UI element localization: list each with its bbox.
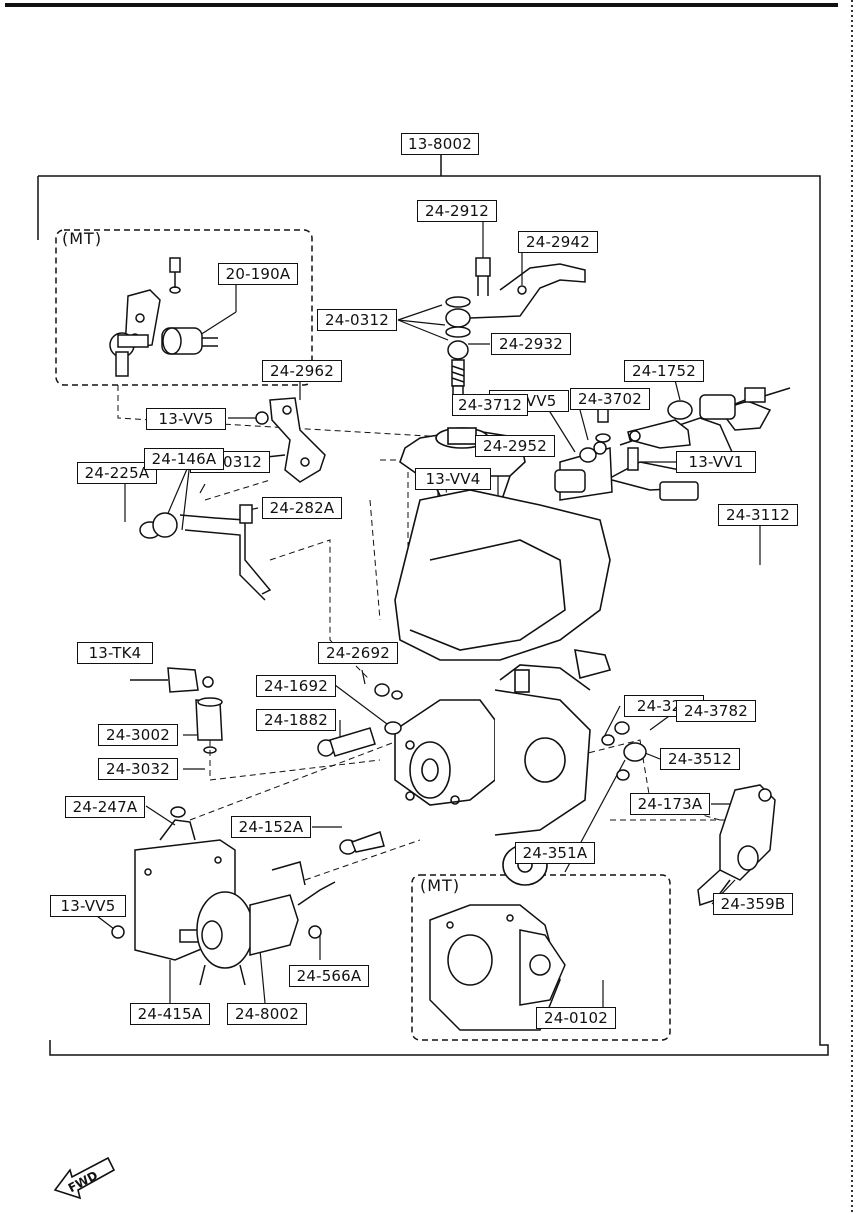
- callout-24-8002: 24-8002: [227, 1003, 307, 1025]
- callout-24-146A: 24-146A: [144, 448, 224, 470]
- callout-24-3702: 24-3702: [570, 388, 650, 410]
- callout-24-359B: 24-359B: [713, 893, 793, 915]
- callout-24-1752: 24-1752: [624, 360, 704, 382]
- callout-24-173A: 24-173A: [630, 793, 710, 815]
- callout-24-1692: 24-1692: [256, 675, 336, 697]
- callout-13-VV4: 13-VV4: [415, 468, 491, 490]
- callout-24-3512: 24-3512: [660, 748, 740, 770]
- callout-24-2942: 24-2942: [518, 231, 598, 253]
- callout-24-3782: 24-3782: [676, 700, 756, 722]
- callout-24-282A: 24-282A: [262, 497, 342, 519]
- lever-1752: [627, 387, 791, 471]
- callout-24-3032: 24-3032: [98, 758, 178, 780]
- callout-24-1882: 24-1882: [256, 709, 336, 731]
- callout-24-2962: 24-2962: [262, 360, 342, 382]
- assembly-frame: [37, 154, 829, 1056]
- callout-24-2932: 24-2932: [491, 333, 571, 355]
- mt-label-top: (MT): [62, 229, 103, 248]
- small-parts-right: [579, 441, 647, 781]
- callout-13-VV5-c: 13-VV5: [50, 895, 126, 917]
- banjo-bolt-assembly: [445, 257, 586, 399]
- callout-13-VV5-b: 13-VV5: [146, 408, 226, 430]
- injection-pump-body: [394, 427, 612, 886]
- lever-173A: [697, 784, 776, 906]
- callout-24-225A: 24-225A: [77, 462, 157, 484]
- callout-13-TK4: 13-TK4: [77, 642, 153, 664]
- callout-24-247A: 24-247A: [65, 796, 145, 818]
- mt-bottom-housing: [429, 904, 566, 1031]
- overflow-valve-pipe: [109, 332, 272, 601]
- callout-24-351A: 24-351A: [515, 842, 595, 864]
- callout-24-2912: 24-2912: [417, 200, 497, 222]
- fwd-arrow-icon: FWD: [53, 1156, 116, 1200]
- mt-box-top: [55, 229, 313, 386]
- callout-24-2692: 24-2692: [318, 642, 398, 664]
- callout-header: 13-8002: [401, 133, 479, 155]
- mt-top-switch: [124, 257, 218, 355]
- callout-24-3712: 24-3712: [452, 394, 528, 416]
- callout-24-3002: 24-3002: [98, 724, 178, 746]
- actuator-8002: [196, 861, 336, 986]
- solenoid-3002: [130, 667, 223, 754]
- callout-24-2952: 24-2952: [475, 435, 555, 457]
- callout-24-0312-a: 24-0312: [317, 309, 397, 331]
- callout-24-3112: 24-3112: [718, 504, 798, 526]
- callout-13-VV1: 13-VV1: [676, 451, 756, 473]
- callout-24-415A: 24-415A: [130, 1003, 210, 1025]
- mt-label-bottom: (MT): [420, 876, 461, 895]
- callout-24-0102: 24-0102: [536, 1007, 616, 1029]
- bolts-center: [317, 683, 403, 855]
- callout-20-190A: 20-190A: [218, 263, 298, 285]
- callout-24-566A: 24-566A: [289, 965, 369, 987]
- callout-24-152A: 24-152A: [231, 816, 311, 838]
- sensor-harness: [554, 391, 772, 501]
